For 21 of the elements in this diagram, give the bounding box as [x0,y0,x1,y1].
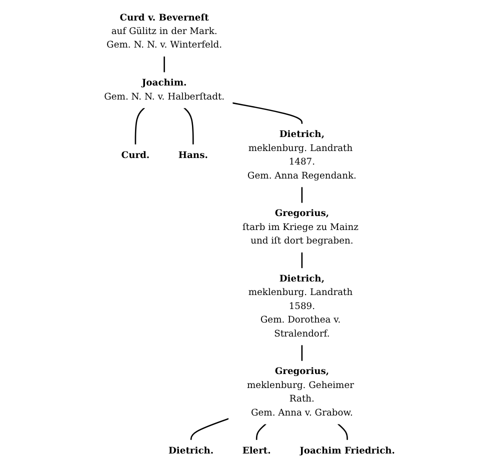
node-text: Dietrich, meklenburg. Landrath 1589. Gem. Dorothea v. Stralendorf. [248,274,354,339]
node-text: Joachim Friedrich. [300,445,396,456]
node-text: Dietrich, meklenburg. Landrath 1487. Gem. Anna Regendank. [248,129,357,181]
connector [256,423,267,440]
node-text: Gregorius, ſtarb im Kriege zu Mainz und iſt dort begraben. [243,208,359,246]
connector [164,56,166,73]
connector [338,423,348,440]
connector [302,252,304,268]
node-text: Joachim. Gem. N. N. v. Halberſtadt. [104,78,225,102]
connector [184,107,194,145]
connector [232,102,304,124]
node-text: Curd. [122,150,150,160]
connector [302,344,304,362]
node-text: Gregorius, meklenburg. Geheimer Rath. Gem. Anna v. Grabow. [247,366,354,418]
node-text: Hans. [178,150,208,160]
connector [302,186,304,204]
node-text: Dietrich. [168,445,214,456]
node-text: Curd v. Beverneſt auf Gülitz in der Mark. Gem. N. N. v. Winterfeld. [107,12,223,50]
connector [190,418,230,440]
node-text: Elert. [242,445,272,456]
connector [135,107,146,145]
